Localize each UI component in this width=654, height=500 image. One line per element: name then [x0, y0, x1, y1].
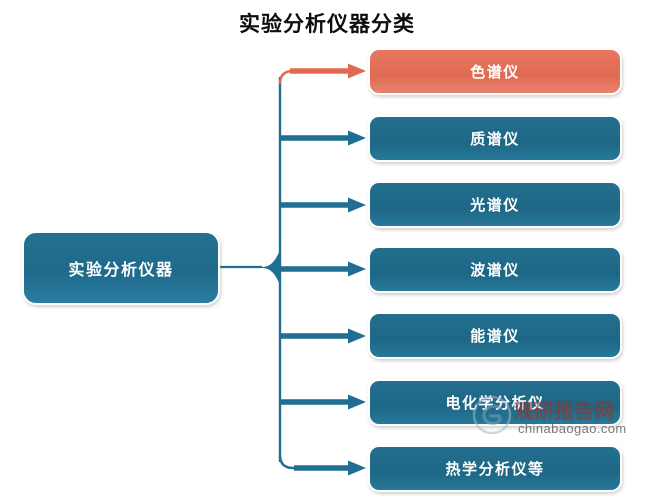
- page-title: 实验分析仪器分类: [239, 12, 415, 36]
- branch-arrow-7: [294, 460, 366, 476]
- leaf-node-1[interactable]: 色谱仪: [368, 48, 622, 95]
- branch-arrow-4: [281, 261, 366, 277]
- branch-arrow-6: [281, 394, 366, 410]
- leaf-node-6-label: 电化学分析仪: [445, 396, 545, 412]
- leaf-node-6[interactable]: 电化学分析仪: [368, 379, 622, 426]
- leaf-node-4[interactable]: 波谱仪: [368, 246, 622, 293]
- root-junction-taper: [262, 250, 280, 285]
- branch-corner-bottom: [278, 454, 298, 470]
- branch-arrow-1: [290, 63, 366, 79]
- branch-arrow-2: [281, 130, 366, 146]
- leaf-node-1-label: 色谱仪: [470, 65, 520, 81]
- branch-arrow-3: [281, 197, 366, 213]
- leaf-node-2-label: 质谱仪: [470, 132, 520, 148]
- leaf-node-2[interactable]: 质谱仪: [368, 115, 622, 162]
- leaf-node-7[interactable]: 热学分析仪等: [368, 445, 622, 492]
- branch-arrow-5: [281, 328, 366, 344]
- leaf-node-5[interactable]: 能谱仪: [368, 312, 622, 359]
- leaf-node-3-label: 光谱仪: [470, 198, 520, 214]
- root-node-label: 实验分析仪器: [68, 262, 174, 279]
- leaf-node-5-label: 能谱仪: [470, 329, 520, 345]
- leaf-node-3[interactable]: 光谱仪: [368, 181, 622, 228]
- leaf-node-4-label: 波谱仪: [470, 263, 520, 279]
- leaf-node-7-label: 热学分析仪等: [445, 462, 545, 478]
- root-node[interactable]: 实验分析仪器: [22, 231, 220, 305]
